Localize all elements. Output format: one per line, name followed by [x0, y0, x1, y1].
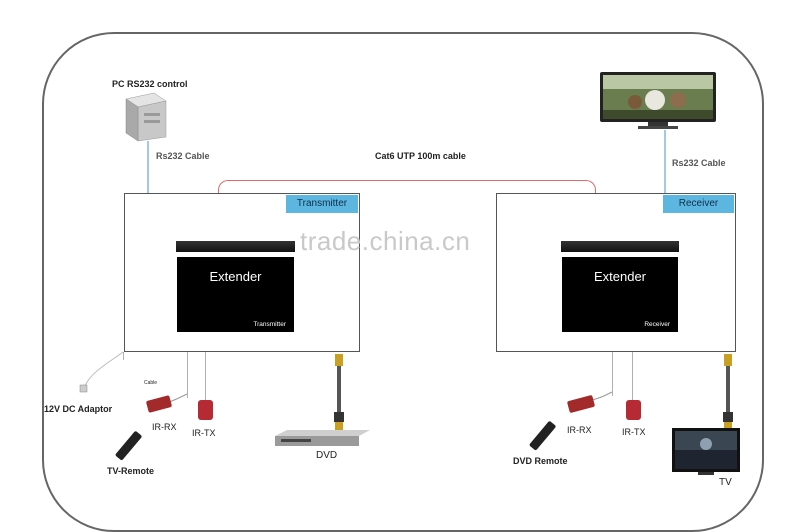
rs232-label-left: Rs232 Cable	[156, 151, 210, 161]
transmitter-sub: Transmitter	[253, 321, 286, 328]
transmitter-device-top	[176, 241, 295, 252]
pc-tower-icon	[125, 92, 167, 142]
dc-adaptor-cable-icon	[79, 351, 124, 393]
tv-icon	[672, 428, 740, 475]
tv-remote-label: TV-Remote	[107, 466, 155, 476]
ir-rx-cable-left	[187, 352, 188, 398]
ir-tx-label-left: IR-TX	[192, 428, 216, 438]
receiver-tag: Receiver	[663, 195, 734, 213]
transmitter-tag: Transmitter	[286, 195, 358, 213]
cat6-cable	[218, 180, 596, 194]
hdmi-cable-icon-right	[723, 354, 733, 434]
rs232-label-right: Rs232 Cable	[672, 158, 726, 168]
receiver-title: Extender	[593, 269, 647, 284]
transmitter-title: Extender	[209, 269, 262, 284]
remote-control-icon	[115, 431, 142, 461]
receiver-device-top	[561, 241, 679, 252]
ir-rx-label-right: IR-RX	[567, 425, 592, 435]
ir-rx-cable-right	[612, 352, 613, 396]
hdmi-cable-icon	[334, 354, 344, 434]
tv-label: TV	[719, 477, 732, 488]
pc-label: PC RS232 control	[112, 79, 188, 89]
dvd-remote-label: DVD Remote	[513, 456, 568, 466]
cable-label: Cable	[144, 380, 158, 386]
ir-receiver-icon-right	[567, 391, 613, 413]
adaptor-line	[123, 352, 124, 360]
transmitter-device: Extender Transmitter	[177, 257, 294, 332]
dvd-label: DVD	[316, 450, 338, 461]
ir-tx-cable-right	[632, 352, 633, 400]
cat6-label: Cat6 UTP 100m cable	[375, 151, 466, 161]
dvd-player-icon	[275, 430, 370, 446]
ir-tx-label-right: IR-TX	[622, 427, 646, 437]
watermark: trade.china.cn	[300, 226, 471, 256]
adaptor-label: 12V DC Adaptor	[44, 404, 113, 414]
rs232-cable-right	[664, 130, 666, 193]
rs232-cable-left	[147, 141, 149, 193]
ir-tx-cable-left	[205, 352, 206, 400]
ir-transmitter-icon	[198, 400, 213, 420]
receiver-sub: Receiver	[644, 321, 670, 328]
ir-transmitter-icon-right	[626, 400, 641, 420]
remote-control-icon-right	[529, 421, 556, 451]
ir-receiver-icon	[146, 393, 188, 413]
ir-rx-label-left: IR-RX	[152, 422, 177, 432]
receiver-device: Extender Receiver	[562, 257, 678, 332]
monitor-icon	[600, 72, 716, 129]
